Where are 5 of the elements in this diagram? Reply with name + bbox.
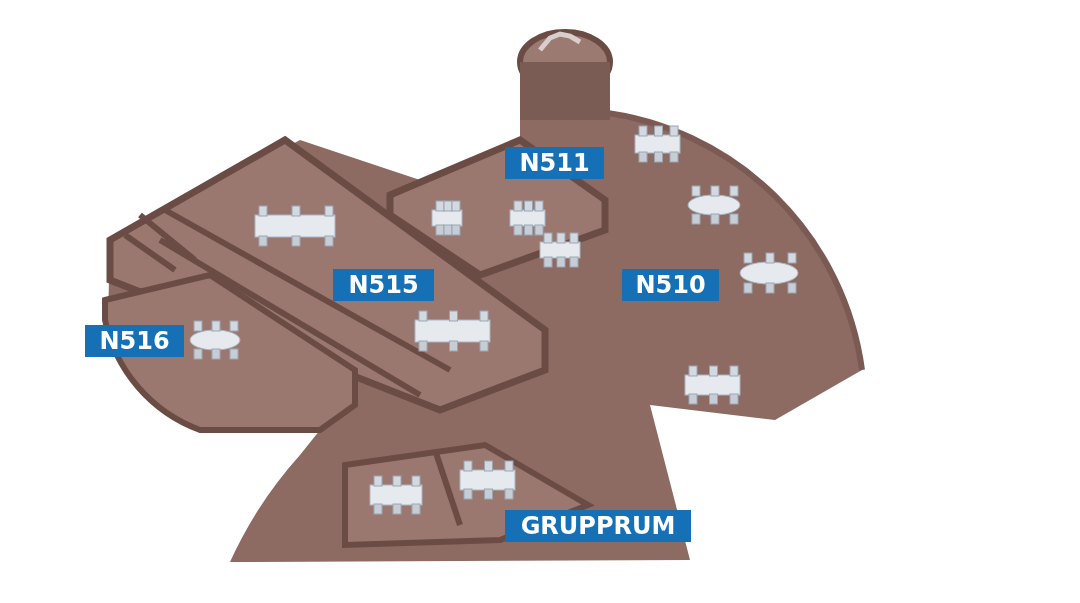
room-label: N515 — [333, 269, 434, 301]
room-label: N511 — [505, 147, 604, 179]
room-label: N516 — [85, 325, 184, 357]
room-label: GRUPPRUM — [505, 510, 691, 542]
room-label: N510 — [622, 269, 719, 301]
